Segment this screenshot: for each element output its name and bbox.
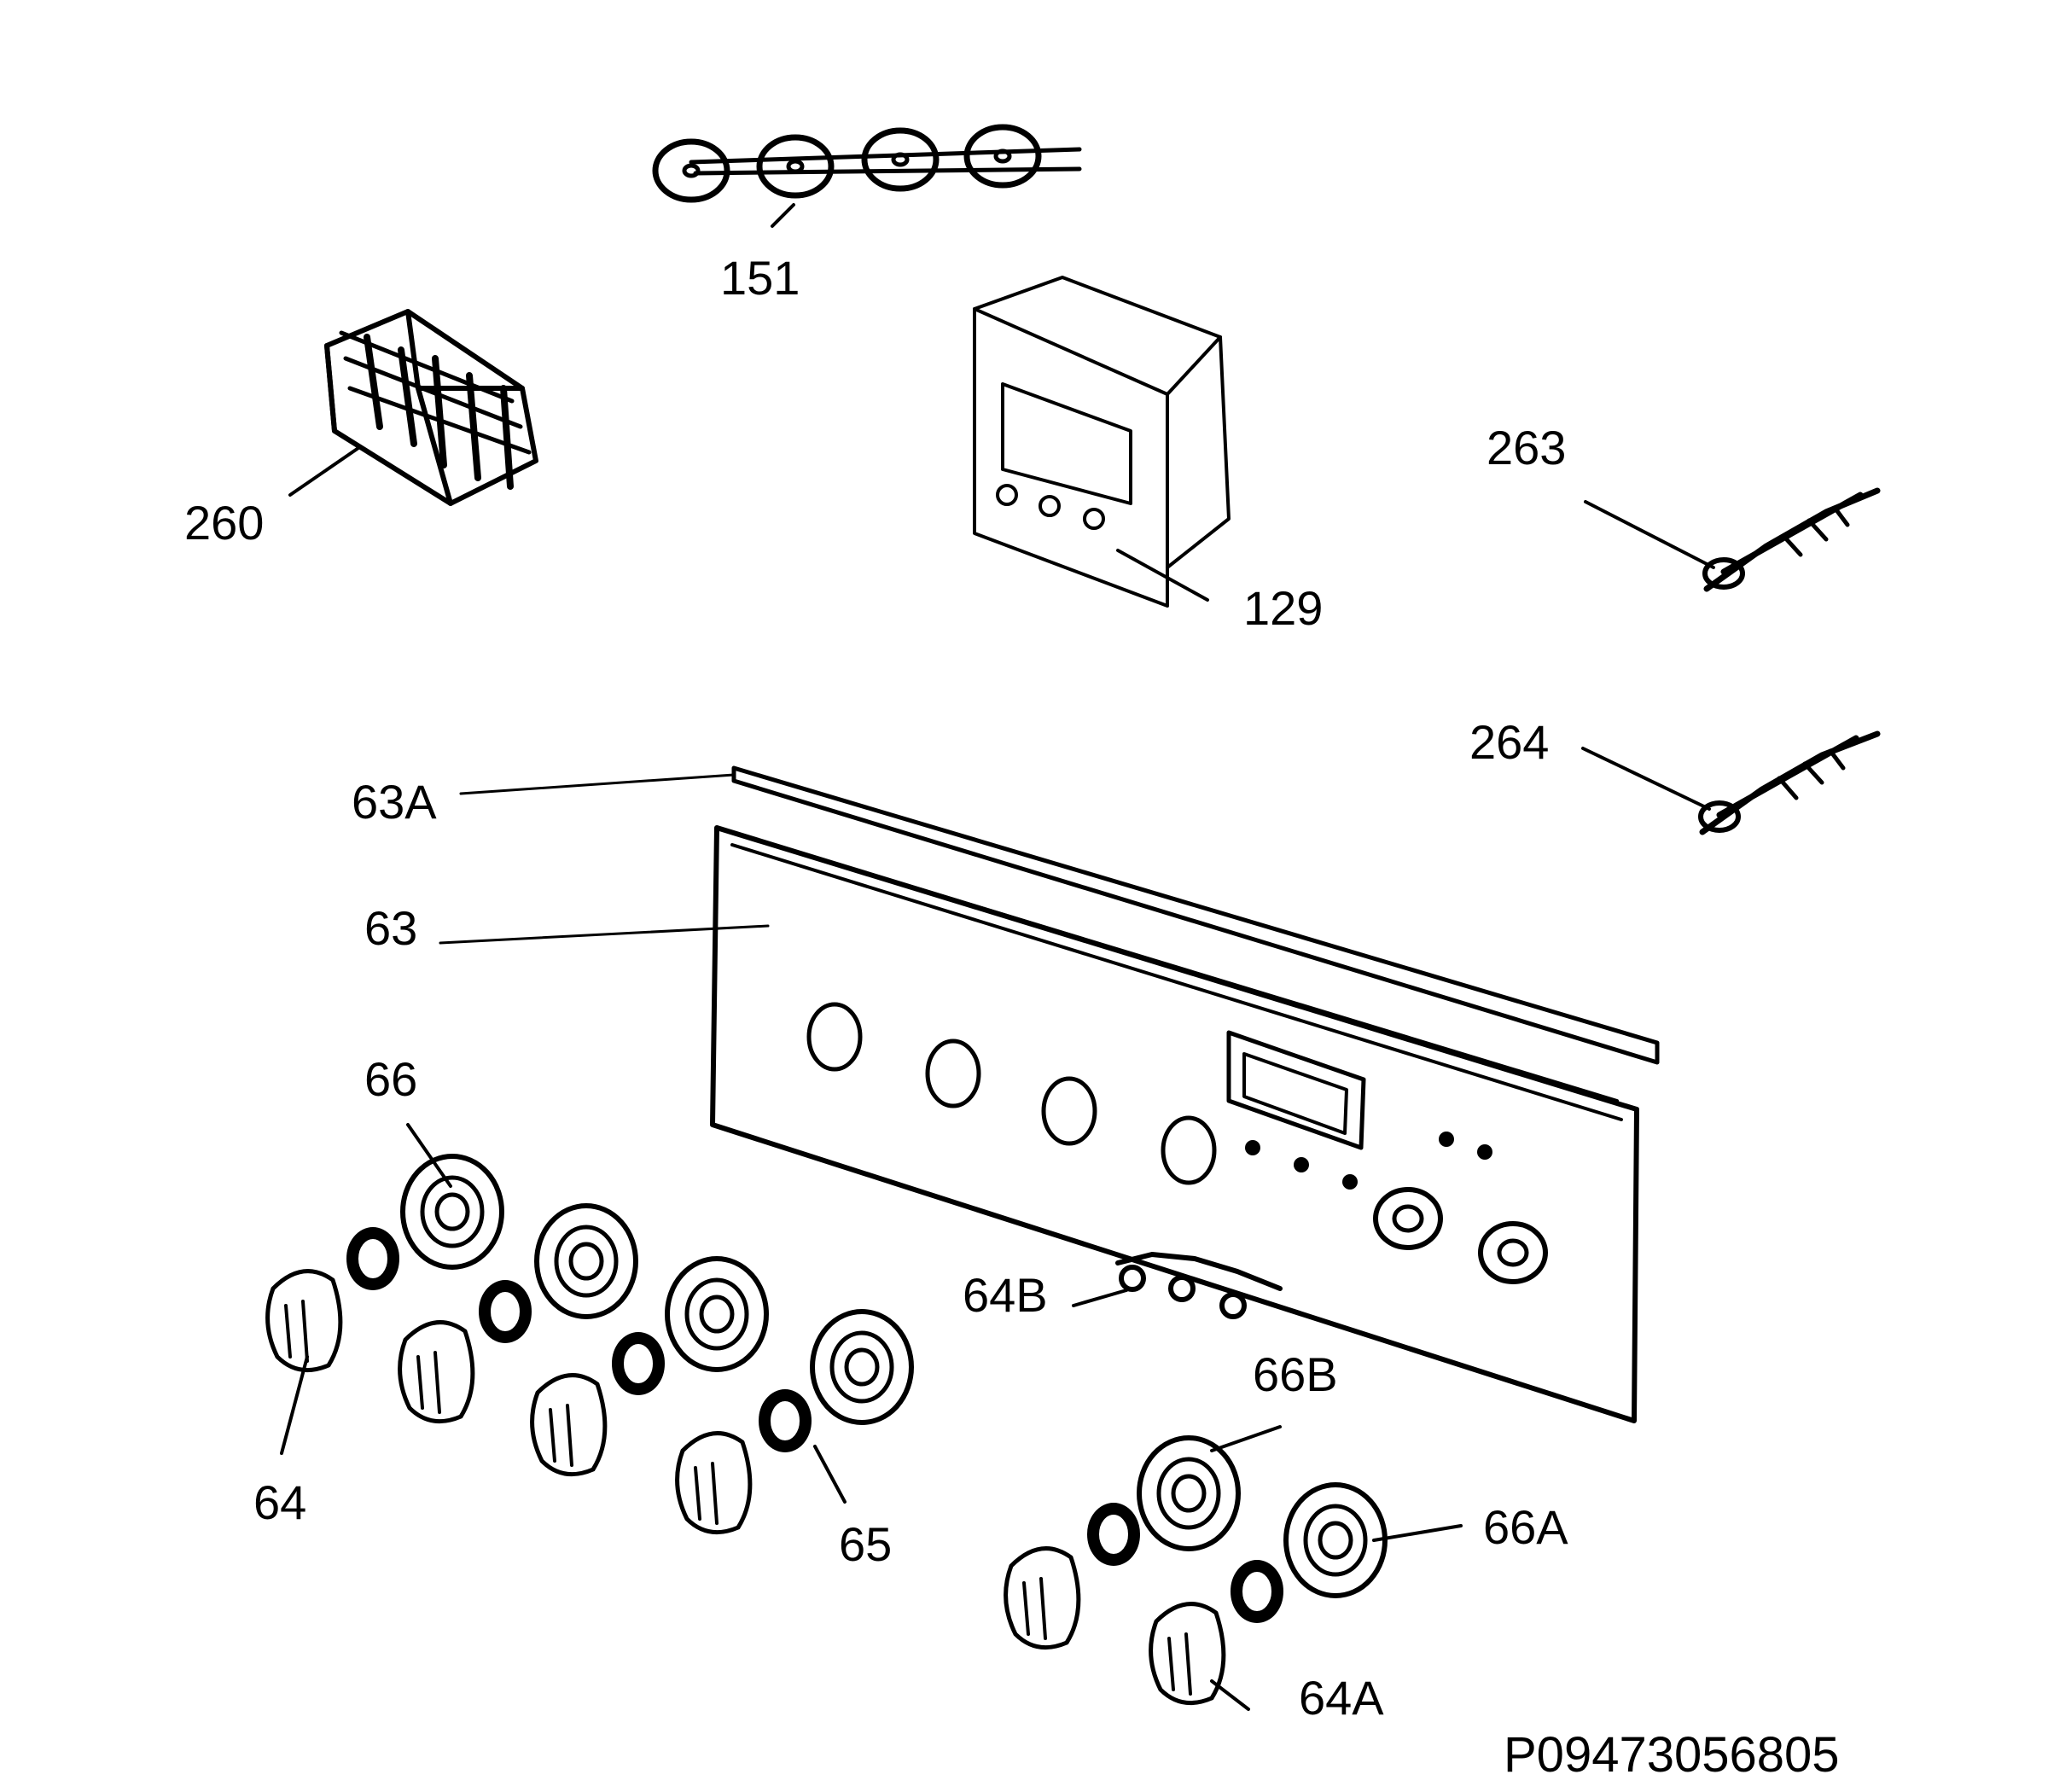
label-63A: 63A bbox=[352, 775, 437, 829]
indicator-dot bbox=[1439, 1132, 1454, 1147]
knob-set-3 bbox=[530, 1256, 769, 1477]
label-64B: 64B bbox=[963, 1268, 1048, 1322]
wiring-harness-151 bbox=[652, 124, 1082, 228]
leader-lines bbox=[280, 1123, 1463, 1711]
connector-264 bbox=[1581, 730, 1881, 835]
label-65: 65 bbox=[839, 1517, 893, 1571]
label-66B: 66B bbox=[1253, 1347, 1338, 1401]
knob-set-5 bbox=[1004, 1435, 1241, 1650]
connector-263 bbox=[1584, 487, 1881, 592]
drawing-code: P09473056805 bbox=[1504, 1727, 1840, 1783]
timer-module-129 bbox=[973, 276, 1231, 608]
label-64A: 64A bbox=[1299, 1671, 1384, 1725]
label-263: 263 bbox=[1487, 421, 1567, 474]
label-66A: 66A bbox=[1483, 1500, 1568, 1554]
knob-set-2 bbox=[398, 1203, 638, 1424]
selector-switch-260 bbox=[288, 309, 538, 506]
label-64: 64 bbox=[253, 1475, 307, 1529]
indicator-dot bbox=[1245, 1140, 1260, 1155]
label-264: 264 bbox=[1469, 715, 1550, 769]
trim-strip-63A bbox=[459, 765, 1660, 1065]
knob-set-6 bbox=[1149, 1482, 1388, 1706]
label-151: 151 bbox=[720, 251, 800, 305]
label-66: 66 bbox=[364, 1052, 418, 1106]
knob-set-1 bbox=[265, 1154, 504, 1373]
label-129: 129 bbox=[1243, 581, 1324, 635]
indicator-dot bbox=[1294, 1157, 1309, 1172]
indicator-dot bbox=[1477, 1144, 1492, 1160]
spring-clips-64B bbox=[1072, 1252, 1283, 1319]
knob-set-4 bbox=[675, 1309, 914, 1535]
label-260: 260 bbox=[184, 496, 265, 550]
indicator-dot bbox=[1342, 1174, 1358, 1190]
control-panel-63 bbox=[439, 825, 1639, 1423]
label-63: 63 bbox=[364, 901, 418, 955]
